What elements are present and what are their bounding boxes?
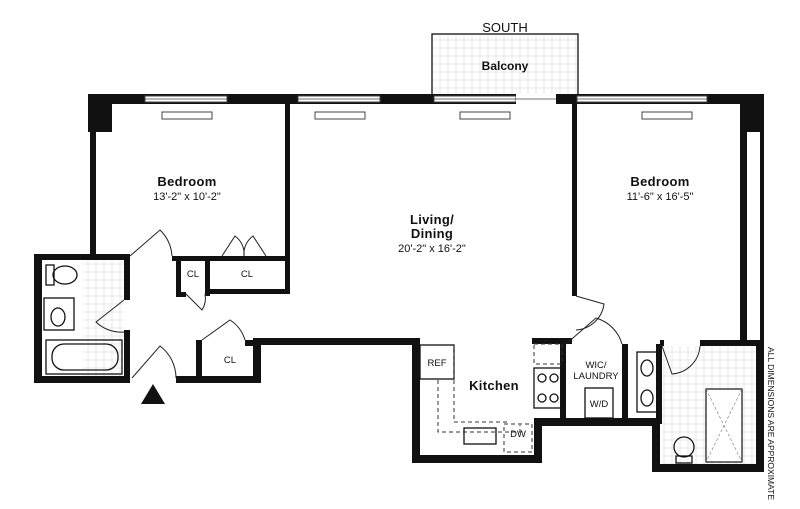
orientation-label: SOUTH <box>482 20 528 35</box>
bedroom-right-name: Bedroom <box>630 174 689 189</box>
living-name-line2: Dining <box>411 226 453 241</box>
living-name-line1: Living/ <box>410 212 454 227</box>
toilet-icon <box>45 264 78 286</box>
wic-line2: LAUNDRY <box>573 371 619 382</box>
wic-line1: WIC/ <box>585 360 606 371</box>
ref-label: REF <box>428 358 447 369</box>
wd-label: W/D <box>590 399 609 410</box>
sink-icon <box>43 297 75 331</box>
living-dims: 20'-2" x 16'-2" <box>398 243 466 255</box>
balcony-label: Balcony <box>482 59 529 73</box>
sink-icon <box>636 351 658 413</box>
exterior-walls <box>34 94 764 472</box>
washer-dryer <box>584 387 614 419</box>
labels: Bedroom 13'-2" x 10'-2" Living/ Dining 2… <box>153 174 776 500</box>
bedroom-right-dims: 11'-6" x 16'-5" <box>627 191 694 203</box>
entry-arrow-icon <box>141 384 165 404</box>
closet-label-2: CL <box>241 269 253 280</box>
kitchen <box>419 343 563 453</box>
balcony: SOUTH Balcony <box>431 20 579 97</box>
kitchen-name: Kitchen <box>469 378 519 393</box>
dw-label: DW <box>510 429 526 440</box>
closet-label-3: CL <box>224 355 236 366</box>
bathtub-icon <box>45 339 123 375</box>
bedroom-left-name: Bedroom <box>157 174 216 189</box>
toilet-icon <box>673 436 695 464</box>
interior-walls <box>90 104 760 424</box>
dimensions-note: ALL DIMENSIONS ARE APPROXIMATE <box>766 347 776 500</box>
bedroom-left-dims: 13'-2" x 10'-2" <box>153 191 221 203</box>
window-sills <box>161 111 693 120</box>
closet-label-1: CL <box>187 269 199 280</box>
bathroom-left <box>42 260 124 376</box>
bathroom-right <box>636 346 756 464</box>
door-swings <box>95 229 701 379</box>
stove-icon <box>533 367 563 409</box>
